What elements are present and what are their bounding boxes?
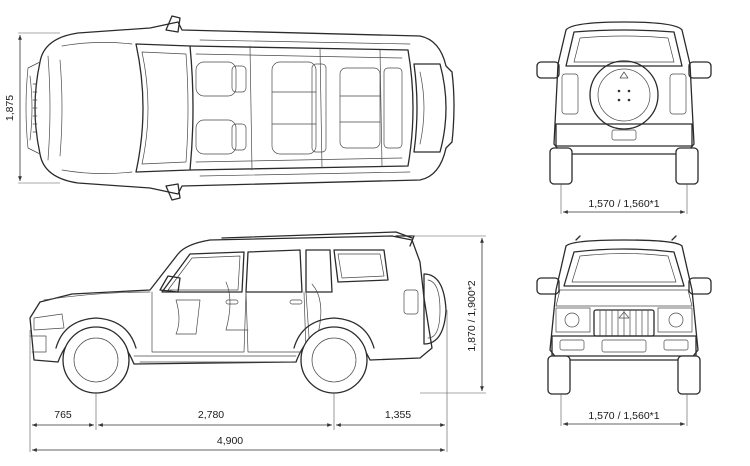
rear-view	[536, 21, 712, 185]
front-view	[536, 235, 712, 395]
wheelbase-label: 2,780	[198, 409, 224, 421]
front-overhang-label: 765	[54, 409, 72, 421]
overall-width-label: 1,875	[4, 95, 16, 121]
rear-overhang-label: 1,355	[385, 409, 411, 421]
overall-length-label: 4,900	[217, 435, 243, 447]
rear-track-label: 1,570 / 1,560*1	[588, 198, 659, 210]
top-view	[25, 15, 455, 201]
front-track-label: 1,570 / 1,560*1	[588, 410, 659, 422]
overall-height-label: 1,870 / 1,900*2	[466, 280, 478, 351]
side-view	[29, 231, 447, 394]
